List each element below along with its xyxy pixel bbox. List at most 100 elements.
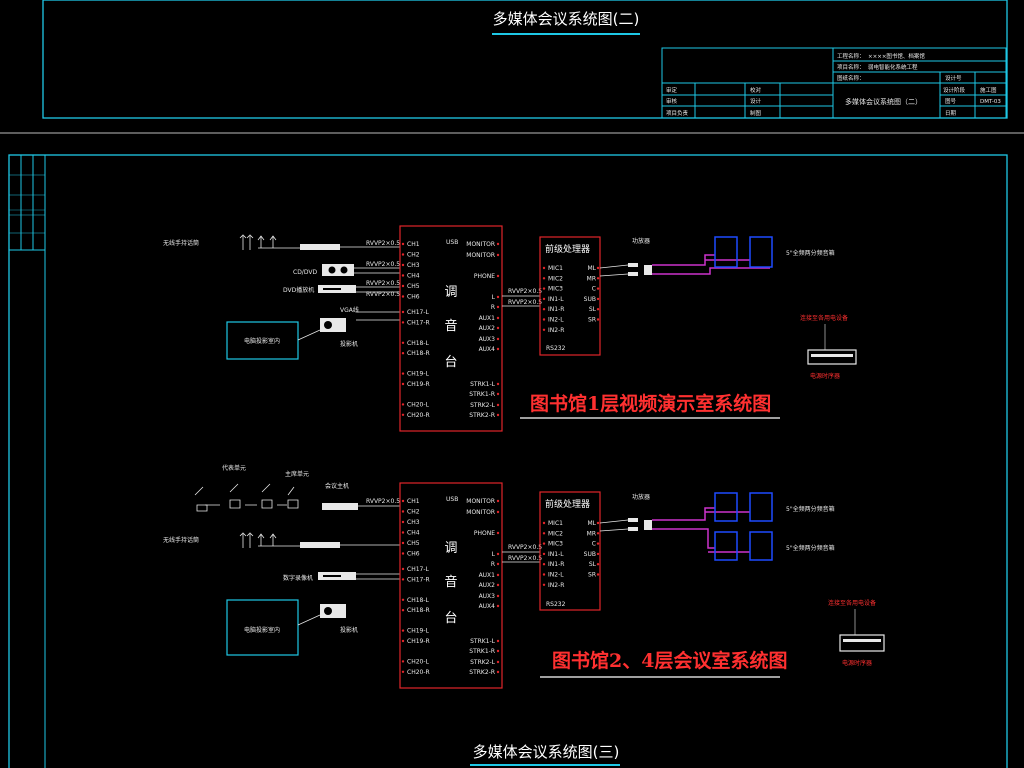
s1-proc-in-dot <box>542 318 546 321</box>
s2-proc-in: IN1-L <box>548 551 564 558</box>
s2-ch-label: CH4 <box>407 530 420 537</box>
s2-out-label: AUX1 <box>479 572 496 579</box>
s2-out-label: STRK2-L <box>470 659 496 666</box>
tb-item-label: 项目名称： <box>837 63 865 71</box>
s1-speaker-label: 5"全频两分频音箱 <box>786 249 835 257</box>
s2-computer-box <box>226 599 299 656</box>
s2-projector-label: 投影机 <box>340 626 358 634</box>
s2-mixer <box>399 482 503 689</box>
s1-out-dot <box>496 253 500 257</box>
s2-stereo-dot <box>401 639 405 643</box>
tb-design-stage-label: 设计阶段 <box>943 86 966 94</box>
s1-out-label: AUX2 <box>479 325 496 332</box>
s2-processor <box>539 491 601 611</box>
s2-stereo-label: CH17-R <box>407 576 430 583</box>
s1-dvd-label: DVD播放机 <box>283 286 314 294</box>
s1-stereo-label: CH20-R <box>407 412 430 419</box>
svg-text:RVVP2×0.5: RVVP2×0.5 <box>508 555 542 562</box>
s1-out-dot <box>496 316 500 320</box>
tb-role-0: 审定 <box>666 86 678 94</box>
s2-ch-label: CH6 <box>407 551 420 558</box>
s1-out-label: AUX1 <box>479 315 496 322</box>
s1-out-dot <box>496 413 500 417</box>
s1-stereo-label: CH20-L <box>407 401 430 408</box>
power-sequencer-icon <box>839 634 885 652</box>
s1-ch-label: CH5 <box>407 283 420 290</box>
s2-out-dot <box>496 562 500 566</box>
s1-ch-label: CH2 <box>407 252 420 259</box>
s1-ch-dot <box>401 263 405 267</box>
s2-out-label: MONITOR <box>466 498 495 505</box>
s1-computer-label: 电脑投影室内 <box>244 337 280 345</box>
tb-project-value: ××××图书馆、档案馆 <box>868 52 925 60</box>
s2-proc-out: MR <box>587 530 596 537</box>
s1-proc-in-dot <box>542 266 546 270</box>
s2-proc-in-dot <box>542 542 546 545</box>
s1-amp <box>628 263 652 276</box>
s1-mixer <box>399 225 503 432</box>
s2-proc-out: SUB <box>584 551 596 558</box>
s2-speaker-icon <box>714 492 773 561</box>
s2-out-label: AUX3 <box>479 593 496 600</box>
s1-out-dot <box>496 242 500 246</box>
s2-proc-in-dot <box>542 563 546 566</box>
s2-proc-in: MIC1 <box>548 520 563 527</box>
s1-processor-title: 前级处理器 <box>545 243 590 255</box>
s2-stereo-label: CH18-R <box>407 607 430 614</box>
s2-proc-in: IN2-L <box>548 572 564 579</box>
s2-ch-label: CH1 <box>407 498 420 505</box>
s2-host-unit <box>322 503 358 510</box>
s2-out-dot <box>496 499 500 503</box>
s1-processor-rs: RS232 <box>546 345 566 352</box>
s2-out-label: STRK1-L <box>470 638 496 645</box>
svg-text:RVVP2×0.5: RVVP2×0.5 <box>366 240 400 247</box>
tb-drawing-value: 多媒体会议系统图（二） <box>845 97 922 106</box>
s2-proc-in-dot <box>542 521 546 525</box>
s1-stereo-dot <box>401 352 405 355</box>
s2-stereo-label: CH19-L <box>407 628 430 635</box>
top-sheet: 多媒体会议系统图(二) 工程名称： ××××图书馆、档案馆 项目名称： 弱电智能… <box>0 0 1024 134</box>
s1-stereo-label: CH18-L <box>407 340 430 347</box>
power-sequencer-icon <box>807 349 857 365</box>
s2-out-dot <box>496 639 500 643</box>
s1-out-dot <box>496 295 500 299</box>
s1-proc-in-dot <box>542 287 546 290</box>
s1-stereo-dot <box>401 403 405 406</box>
tb-project-label: 工程名称： <box>837 52 865 60</box>
s1-proc-in: IN2-L <box>548 317 564 324</box>
s1-proc-in: MIC1 <box>548 265 563 272</box>
s2-stereo-dot <box>401 629 405 632</box>
s1-out-dot <box>496 337 500 341</box>
s1-projector-label: 投影机 <box>340 340 358 348</box>
s2-amp <box>628 518 652 531</box>
s2-stereo-label: CH18-L <box>407 597 430 604</box>
s1-stereo-dot <box>401 372 405 375</box>
s1-stereo-dot <box>401 382 405 386</box>
s2-proc-out-dot <box>596 521 600 525</box>
s2-amp-label: 功放器 <box>632 493 650 501</box>
s1-cable-labels: RVVP2×0.5 RVVP2×0.5 RVVP2×0.5 RVVP2×0.5 <box>366 240 400 298</box>
s2-proc-out: SL <box>589 561 597 568</box>
s2-title: 图书馆2、4层会议室系统图 <box>552 649 787 672</box>
s2-proc-out-dot <box>596 552 600 556</box>
s2-out-dot <box>496 510 500 514</box>
s2-proc-in: MIC3 <box>548 541 563 548</box>
s1-out-dot <box>496 347 500 351</box>
s1-out-label: STRK2-L <box>470 402 496 409</box>
s2-mic-unit-label: 代表单元 <box>222 464 246 472</box>
s2-speaker-label-1: 5"全频两分频音箱 <box>786 505 835 513</box>
s1-stereo-dot <box>401 310 405 314</box>
s2-out-dot <box>496 660 500 664</box>
conference-unit-icon <box>194 483 299 512</box>
s2-ch-dot <box>401 520 405 524</box>
main-frame <box>8 154 1008 768</box>
s2-out-label: AUX4 <box>479 603 496 610</box>
s1-stereo-label: CH18-R <box>407 350 430 357</box>
s2-chair-unit-label: 主席单元 <box>285 470 309 478</box>
s2-out-label: STRK2-R <box>469 669 495 676</box>
s1-proc-in-dot <box>542 308 546 311</box>
s2-stereo-dot <box>401 578 405 581</box>
s2-proc-in-dot <box>542 552 546 556</box>
s2-out-dot <box>496 594 500 598</box>
s1-ch-label: CH4 <box>407 273 420 280</box>
